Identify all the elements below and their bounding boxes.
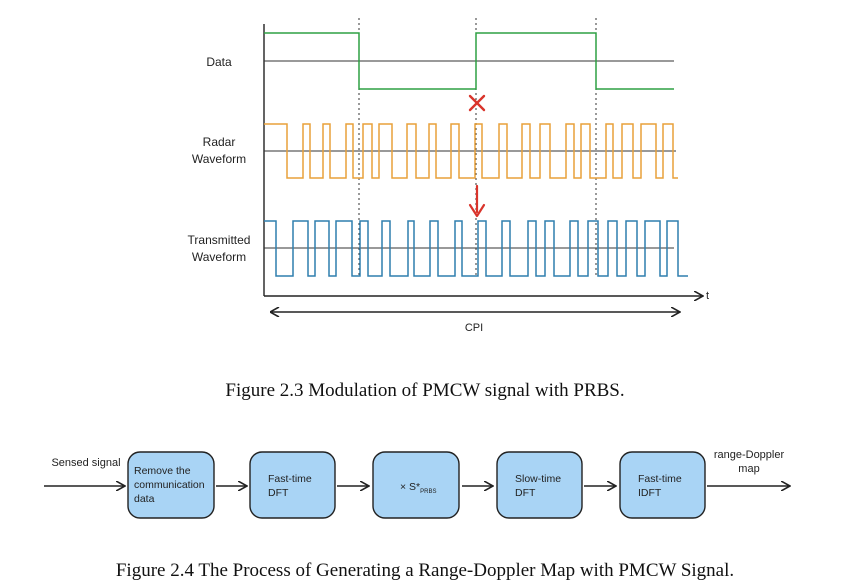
pmcw-timing-diagram: t CPI Data Radar Waveform Transmitted Wa… (188, 18, 709, 334)
radar-label-line2: Waveform (192, 152, 246, 166)
radar-label-line1: Radar (203, 135, 236, 149)
time-axis-label: t (706, 290, 709, 302)
block-fast-time-dft: Fast-time DFT (249, 451, 336, 519)
radar-waveform (264, 123, 678, 179)
range-doppler-flowchart: Sensed signal range-Doppler map Remove t… (44, 449, 789, 519)
block-1-line-1: Remove the (134, 465, 191, 477)
figure-2-3-caption: Figure 2.3 Modulation of PMCW signal wit… (225, 380, 625, 401)
svg-text:× S*PRBS: × S*PRBS (400, 481, 436, 495)
block-5-line-1: Fast-time (638, 473, 682, 485)
block-multiply-prbs: × S*PRBS (372, 451, 460, 519)
data-waveform (264, 32, 674, 90)
block-5-line-2: IDFT (638, 487, 662, 499)
down-arrow-icon (468, 184, 486, 218)
cross-mark-icon (468, 94, 486, 112)
cpi-label: CPI (465, 322, 483, 334)
block-4-line-2: DFT (515, 487, 536, 499)
block-3-line-1: × S* (400, 481, 420, 493)
block-4-line-1: Slow-time (515, 473, 561, 485)
block-2-line-2: DFT (268, 487, 289, 499)
block-2-line-1: Fast-time (268, 473, 312, 485)
transmitted-waveform (264, 220, 688, 277)
figure-2-4-caption: Figure 2.4 The Process of Generating a R… (115, 560, 735, 581)
output-label-line1: range-Doppler (714, 449, 785, 461)
block-1-line-3: data (134, 493, 155, 505)
data-label: Data (206, 55, 232, 69)
input-label: Sensed signal (51, 457, 120, 469)
transmitted-label-line2: Waveform (192, 250, 246, 264)
block-slow-time-dft: Slow-time DFT (496, 451, 583, 519)
block-3-subscript: PRBS (420, 489, 436, 495)
transmitted-label-line1: Transmitted (188, 233, 251, 247)
block-1-line-2: communication (134, 479, 205, 491)
block-fast-time-idft: Fast-time IDFT (619, 451, 706, 519)
block-remove-communication-data: Remove the communication data (127, 451, 215, 519)
output-label-line2: map (738, 463, 759, 475)
